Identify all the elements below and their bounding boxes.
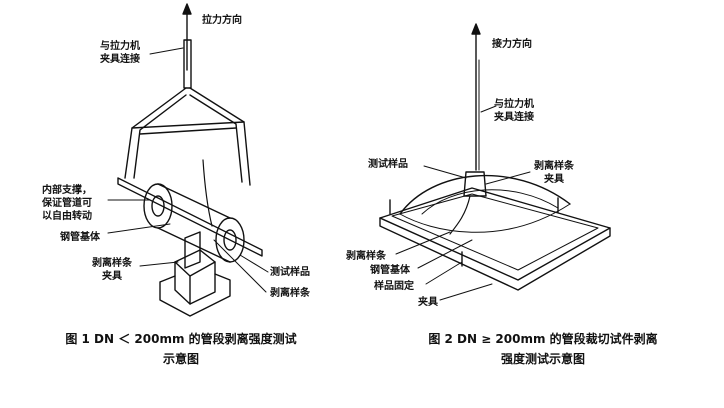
pipe-end-left — [143, 183, 173, 229]
frame-crossbar-inner — [139, 127, 237, 135]
label-pipe-base: 钢管基体 — [370, 265, 410, 276]
leader-strip — [213, 239, 267, 293]
pipe-bottom-edge — [157, 227, 231, 263]
label-peel-strip: 剥离样条 — [270, 288, 310, 299]
label-sample-fixed: 样品固定 — [374, 281, 414, 292]
leader-strip-clamp — [485, 171, 531, 185]
pull-arrow-head — [471, 23, 481, 35]
leader-pipe-base — [107, 223, 171, 234]
sample-curve-front — [399, 203, 571, 233]
leader-test-sample — [423, 165, 467, 179]
leader-connect — [480, 105, 497, 113]
label-connect: 与拉力机 夹具连接 — [100, 41, 140, 65]
leader-sample-fixed — [425, 261, 463, 285]
pipe-end-right-inner — [223, 229, 237, 251]
label-pull-direction: 接力方向 — [492, 39, 532, 50]
figure-2: 接力方向 与拉力机 夹具连接 测试样品 剥离样条 夹具 剥离样条 钢管基体 样品… — [346, 0, 724, 408]
figure-2-caption-line2: 强度测试示意图 — [500, 352, 585, 366]
pull-arrow-head — [182, 3, 192, 15]
figure-2-drawing — [379, 23, 611, 301]
label-strip-clamp: 剥离样条 夹具 — [534, 161, 574, 185]
frame-crossbar — [131, 121, 245, 129]
figure-1-drawing — [107, 3, 269, 317]
frame-right-inner — [189, 94, 243, 183]
label-peel-strip: 剥离样条 — [346, 251, 386, 262]
label-connect: 与拉力机 夹具连接 — [494, 99, 534, 123]
peel-strip — [449, 195, 471, 235]
base-plate-top — [379, 187, 611, 281]
figure-1-caption-line2: 示意图 — [162, 352, 199, 366]
strip-clamp — [463, 171, 487, 197]
frame-left-inner — [133, 94, 187, 179]
pedestal-side — [189, 261, 216, 305]
base-plate-frame — [391, 193, 599, 271]
sample-curve-back — [399, 174, 571, 215]
pipe-end-left-inner — [151, 195, 165, 217]
leader-connect — [149, 47, 184, 55]
figure-2-caption-line1: 图 2 DN ≥ 200mm 的管段裁切试件剥离 — [428, 332, 658, 346]
label-inner-support: 内部支撑， 保证管道可 以自由转动 — [42, 185, 92, 222]
pipe-top-edge — [157, 183, 231, 219]
peel-strip — [202, 159, 213, 227]
label-clamp: 夹具 — [418, 297, 438, 308]
label-test-sample: 测试样品 — [270, 267, 310, 278]
label-pull-direction: 拉力方向 — [202, 15, 242, 26]
base-plate-edge — [379, 217, 611, 291]
figure-1-caption-line1: 图 1 DN ＜ 200mm 的管段剥离强度测试 — [65, 332, 297, 346]
figure-1: 拉力方向 与拉力机 夹具连接 内部支撑， 保证管道可 以自由转动 钢管基体 剥离… — [42, 3, 310, 366]
pedestal-base — [159, 273, 231, 317]
leader-test-sample — [239, 254, 269, 273]
label-strip-clamp: 剥离样条 夹具 — [92, 258, 132, 282]
label-test-sample: 测试样品 — [368, 159, 408, 170]
connector-rod — [183, 39, 192, 89]
leader-clamp — [439, 283, 493, 301]
label-pipe-base: 钢管基体 — [60, 232, 100, 243]
strip-clamp-top — [184, 231, 201, 269]
leader-strip — [395, 231, 451, 255]
axle-bar — [117, 177, 263, 257]
leader-clamp — [139, 261, 179, 267]
pedestal-top — [174, 249, 216, 277]
leader-pipe-base — [417, 239, 473, 269]
sample-curve-inner — [421, 189, 559, 215]
